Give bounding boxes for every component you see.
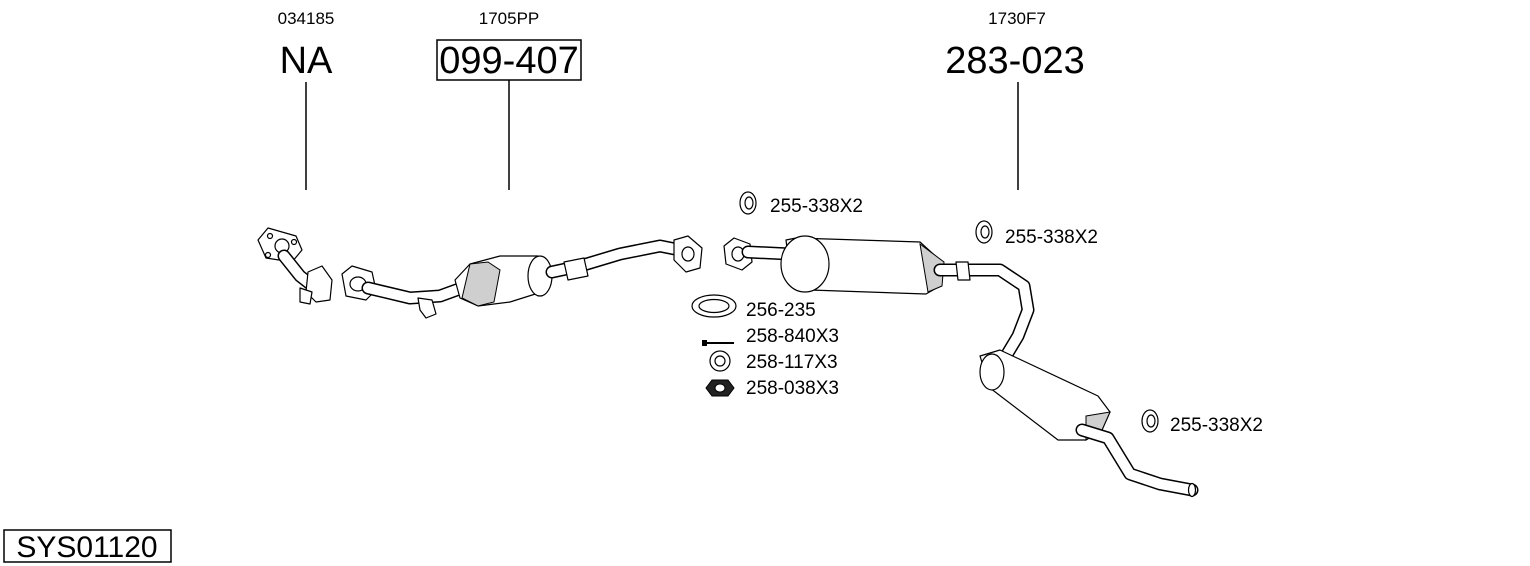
callout-part-number: NA [280,40,333,82]
rubber-ring-icon [1141,409,1159,433]
system-code: SYS01120 [3,529,172,564]
hardware-rubber-mount-3: 255-338X2 [1141,409,1263,436]
washer-icon [709,350,731,372]
hardware-label: 258-840X3 [746,326,839,347]
gasket-icon [691,294,737,318]
hardware-nut: 258-038X3 [705,378,839,399]
hardware-rubber-mount-2: 255-338X2 [975,220,1098,248]
sensor-bracket [417,297,437,319]
callout-ref: 1730F7 [988,9,1046,28]
callout-part-number: 099-407 [439,40,578,82]
hardware-label: 258-117X3 [746,352,838,373]
hardware-label: 255-338X2 [770,196,863,217]
callout-part-number: 283-023 [945,40,1084,82]
hardware-label: 258-038X3 [746,378,839,399]
hardware-label: 256-235 [746,300,816,321]
catalytic-converter-drawing [341,235,703,319]
muffler-assembly-drawing [723,235,1199,498]
system-code-text: SYS01120 [16,531,157,564]
hardware-rubber-mount-1: 255-338X2 [739,191,863,217]
callout-catalytic-converter: 1705PP 099-407 [436,9,582,190]
rubber-ring-icon [739,191,757,215]
hardware-label: 255-338X2 [1170,415,1263,436]
nut-icon [705,379,735,397]
callout-ref: 1705PP [479,9,540,28]
hardware-washer: 258-117X3 [709,350,838,373]
rubber-ring-icon [975,220,993,244]
hardware-label: 255-338X2 [1005,227,1098,248]
hardware-gasket: 256-235 [691,294,816,321]
callout-muffler-assembly: 1730F7 283-023 [945,9,1085,190]
bolt-icon [702,340,734,346]
callout-ref: 034185 [278,9,335,28]
hardware-bolt: 258-840X3 [702,326,839,347]
callout-manifold-pipe: 034185 NA [278,9,335,190]
system-code-box [3,529,172,563]
front-pipe-drawing [257,227,333,305]
tail-pipe-end [1187,482,1197,498]
